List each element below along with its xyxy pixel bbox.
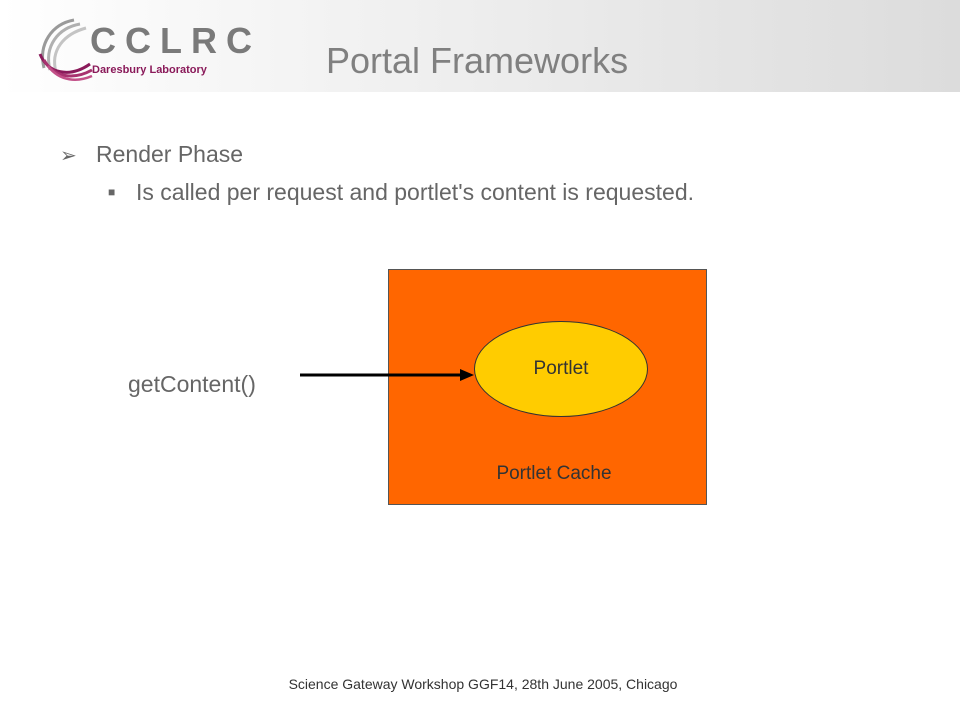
bullet-description: ■ Is called per request and portlet's con… bbox=[108, 179, 694, 206]
logo-swirl-icon bbox=[38, 18, 93, 81]
footer-text: Science Gateway Workshop GGF14, 28th Jun… bbox=[288, 676, 678, 692]
page-title: Portal Frameworks bbox=[326, 40, 629, 81]
header-band bbox=[0, 0, 960, 92]
portlet-cache-label: Portlet Cache bbox=[496, 463, 612, 484]
portlet-label: Portlet bbox=[533, 358, 589, 379]
logo-text: CCLRC bbox=[90, 20, 261, 61]
bullet-render-phase: ➢ Render Phase bbox=[60, 141, 243, 168]
cclrc-logo: CCLRC Daresbury Laboratory bbox=[34, 14, 252, 84]
logo-subtext: Daresbury Laboratory bbox=[92, 64, 207, 76]
bullet-l2-text: Is called per request and portlet's cont… bbox=[136, 179, 694, 205]
get-content-label: getContent() bbox=[128, 371, 256, 397]
arrow-bullet-icon: ➢ bbox=[60, 145, 77, 167]
bullet-l1-text: Render Phase bbox=[96, 141, 244, 167]
square-bullet-icon: ■ bbox=[108, 185, 116, 199]
portlet-ellipse bbox=[474, 321, 648, 417]
